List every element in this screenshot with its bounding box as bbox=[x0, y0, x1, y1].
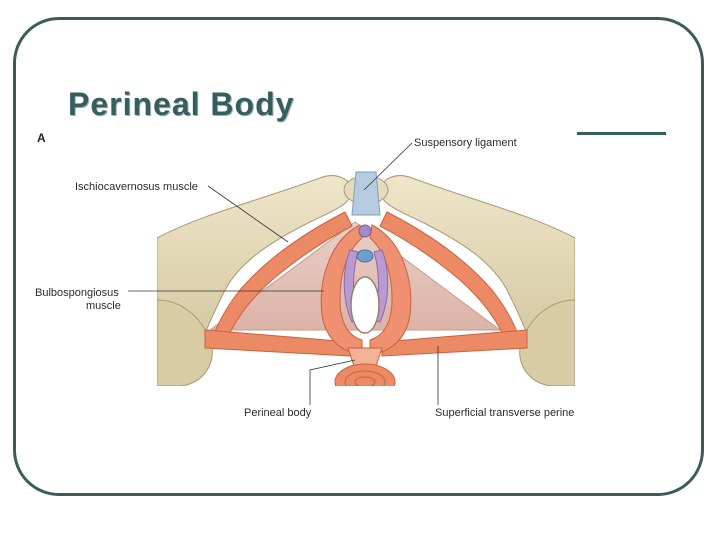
external-anal-sphincter bbox=[334, 363, 396, 386]
label-ischiocavernosus-muscle: Ischiocavernosus muscle bbox=[75, 181, 198, 193]
perineal-body-shape bbox=[347, 347, 383, 367]
right-pubic-ramus bbox=[379, 175, 575, 386]
leader-suspensory-ligament bbox=[363, 142, 413, 191]
leader-perineal-body bbox=[309, 359, 356, 405]
label-bulbospongiosus-line1: Bulbospongiosus bbox=[35, 287, 119, 299]
label-suspensory-ligament: Suspensory ligament bbox=[414, 137, 517, 149]
perineal-membrane bbox=[208, 221, 502, 331]
label-superficial-transverse-perineal: Superficial transverse perine bbox=[435, 407, 575, 419]
right-superficial-transverse-shape bbox=[381, 329, 528, 357]
urethral-orifice bbox=[356, 249, 374, 263]
slide-title: Perineal Body bbox=[68, 86, 295, 122]
label-bulbospongiosus-line2: muscle bbox=[86, 300, 121, 312]
anal-sphincter-inner-ring bbox=[354, 376, 376, 386]
glans-clitoris bbox=[358, 224, 372, 238]
label-perineal-body: Perineal body bbox=[244, 407, 312, 419]
left-superficial-transverse-shape bbox=[204, 329, 351, 357]
title-accent-bar bbox=[577, 132, 666, 135]
left-pubic-ramus bbox=[157, 175, 353, 386]
vaginal-orifice bbox=[350, 276, 380, 334]
panel-letter: A bbox=[37, 131, 46, 145]
anal-sphincter-ring bbox=[344, 370, 386, 386]
leader-ischiocavernosus bbox=[207, 185, 289, 243]
suspensory-ligament-shape bbox=[351, 171, 381, 216]
